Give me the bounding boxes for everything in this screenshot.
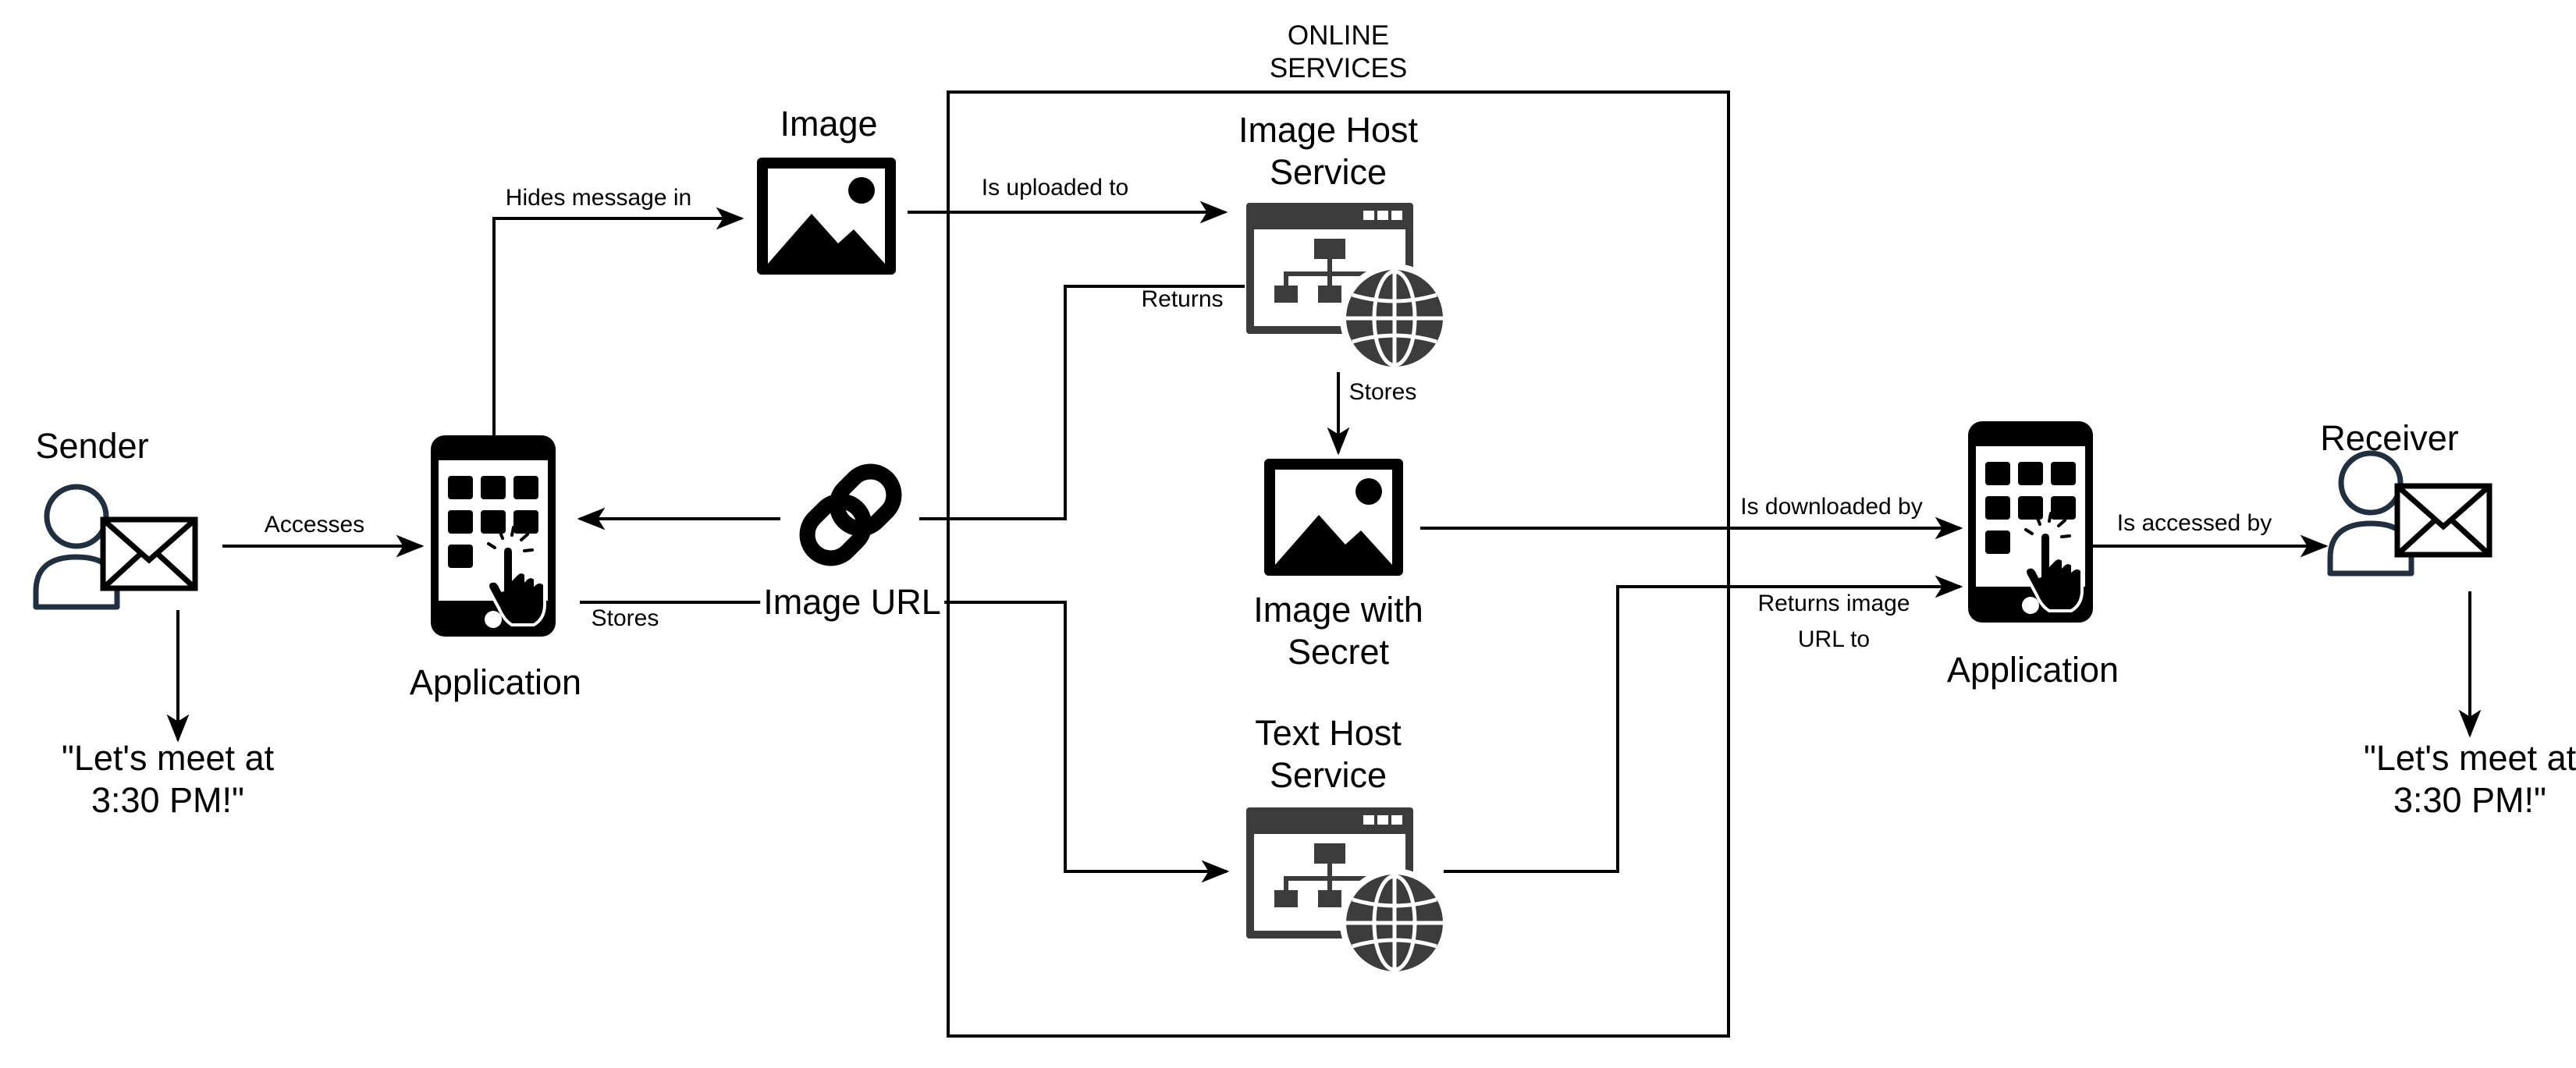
user-icon — [2330, 453, 2489, 573]
connectors — [166, 200, 2482, 883]
image-secret-line1: Image with — [1253, 590, 1423, 630]
edge-label-returns: Returns — [1141, 286, 1224, 312]
edge-label-accesses: Accesses — [264, 512, 365, 538]
text-host-line2: Service — [1269, 755, 1387, 795]
returns-image-url-line1: Returns image — [1757, 591, 1910, 616]
link-icon — [798, 462, 904, 568]
image-host-line2: Service — [1269, 152, 1387, 192]
edge-label-is-accessed-by: Is accessed by — [2116, 510, 2272, 536]
edge-label-returns-image-url-to: Returns image URL to — [1757, 590, 1910, 654]
edge-hides-message-in — [492, 207, 744, 435]
edge-label-is-downloaded-by: Is downloaded by — [1740, 494, 1923, 520]
sender-message: "Let's meet at 3:30 PM!" — [62, 737, 274, 821]
text-host-line1: Text Host — [1255, 713, 1402, 753]
receiver-message-line2: 3:30 PM!" — [2393, 780, 2547, 820]
sender-message-line2: 3:30 PM!" — [91, 780, 245, 820]
sender-message-line1: "Let's meet at — [61, 738, 275, 778]
online-services-box — [947, 90, 1730, 1038]
receiver-application-label: Application — [1946, 650, 2119, 690]
image-host-service-label: Image Host Service — [1238, 109, 1418, 193]
image-with-secret-label: Image with Secret — [1253, 589, 1423, 673]
image-secret-line2: Secret — [1287, 632, 1390, 672]
returns-image-url-line2: URL to — [1797, 626, 1871, 652]
web-service-icon — [1246, 203, 1449, 373]
edge-label-is-uploaded-to: Is uploaded to — [981, 175, 1129, 200]
image-host-line1: Image Host — [1238, 110, 1419, 150]
user-icon — [36, 487, 195, 607]
sender-application-label: Application — [409, 662, 582, 702]
online-services-title: ONLINE SERVICES — [1270, 20, 1407, 85]
receiver-label: Receiver — [2320, 418, 2459, 458]
smartphone-app-icon — [1967, 420, 2095, 624]
edge-returns — [919, 285, 1245, 520]
edge-label-stores-host: Stores — [1348, 379, 1417, 405]
edge-label-stores-app: Stores — [591, 605, 659, 631]
image-icon — [1264, 459, 1403, 576]
web-service-icon — [1246, 807, 1449, 978]
sender-label: Sender — [35, 426, 149, 466]
image-label: Image — [780, 104, 878, 144]
receiver-message-line1: "Let's meet at — [2363, 738, 2576, 778]
image-icon — [757, 158, 896, 275]
edge-label-hides-message-in: Hides message in — [505, 185, 692, 211]
edge-returns-image-url-to — [1444, 575, 1963, 873]
edge-url-to-text-host — [939, 601, 1230, 883]
smartphone-app-icon — [429, 434, 557, 638]
online-services-title-line1: ONLINE — [1287, 20, 1390, 51]
image-url-label: Image URL — [760, 581, 944, 623]
receiver-message: "Let's meet at 3:30 PM!" — [2364, 737, 2576, 821]
text-host-service-label: Text Host Service — [1255, 712, 1402, 797]
online-services-title-line2: SERVICES — [1269, 53, 1408, 83]
